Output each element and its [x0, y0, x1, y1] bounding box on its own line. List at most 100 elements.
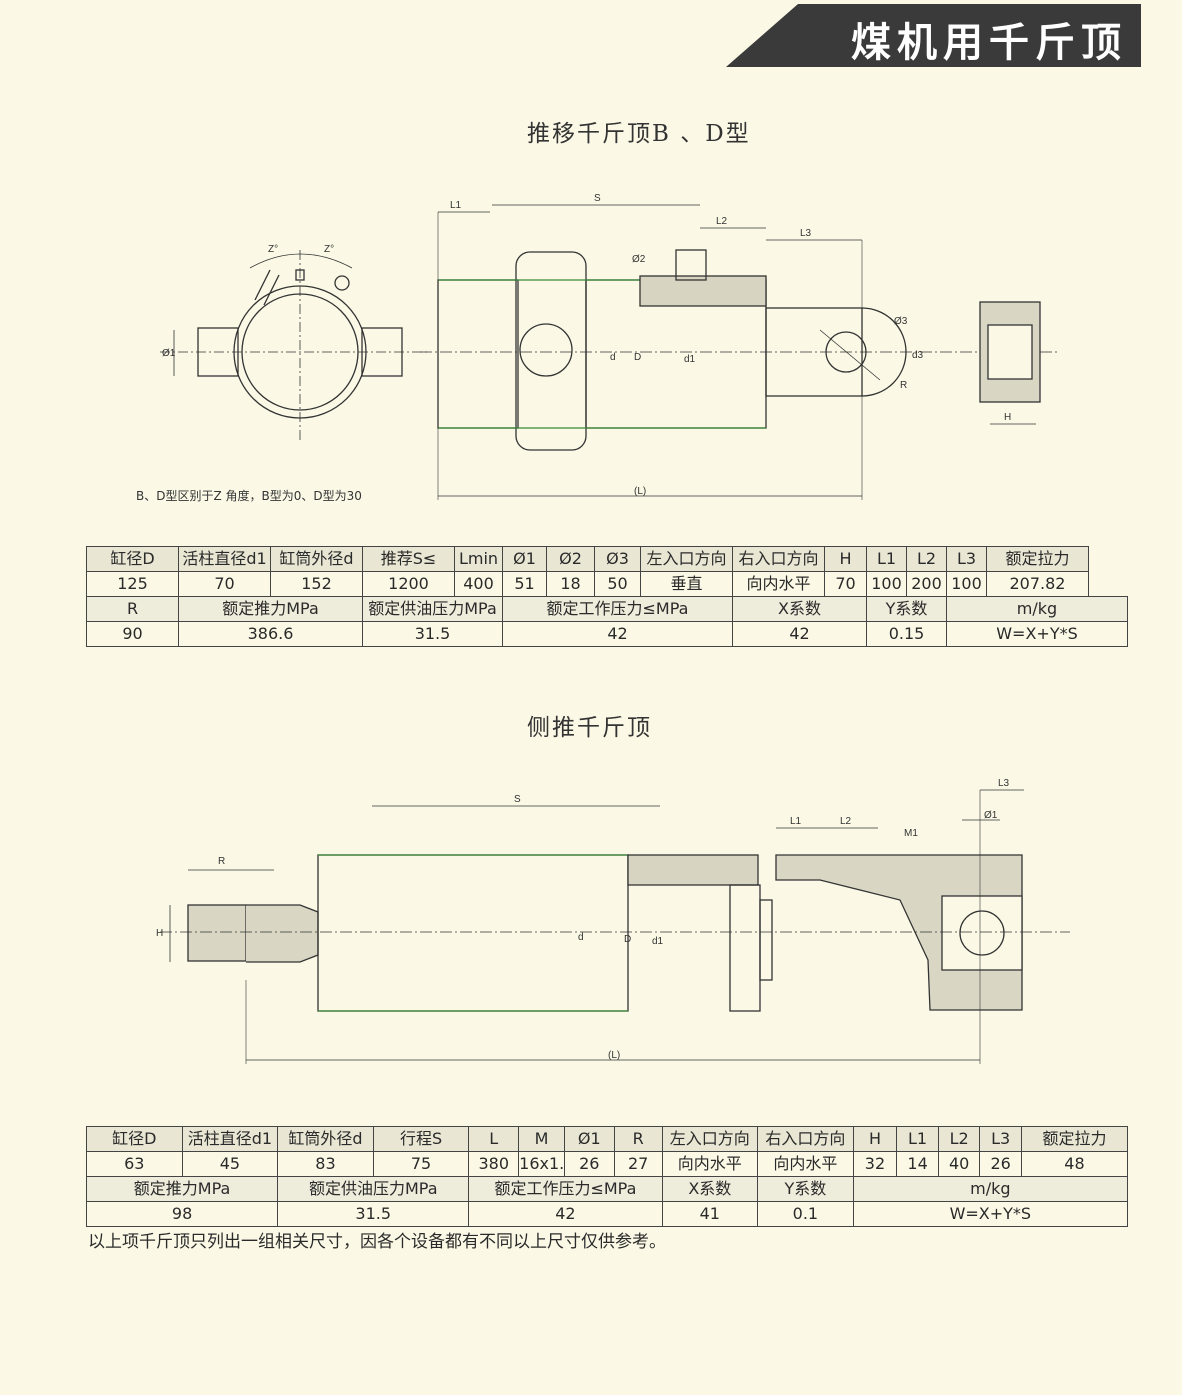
table-row: 90 386.6 31.5 42 42 0.15 W=X+Y*S — [86, 621, 1128, 647]
table-cell: 行程S — [372, 1126, 470, 1152]
dim-L2-label: L2 — [716, 216, 728, 227]
R-label: R — [218, 856, 225, 867]
M1-label: M1 — [904, 828, 918, 839]
table-cell: 100 — [946, 571, 987, 597]
table-cell: 51 — [502, 571, 547, 597]
table-cell: Ø1 — [502, 546, 547, 572]
table-cell: 左入口方向 — [661, 1126, 759, 1152]
table-cell: 向内水平 — [757, 1151, 854, 1177]
dim-L2-label: L2 — [840, 816, 852, 827]
table-cell: Ø2 — [546, 546, 595, 572]
table-cell: Lmin — [454, 546, 503, 572]
table-cell: 400 — [454, 571, 503, 597]
table-cell: H — [824, 546, 867, 572]
angle-z2-label: Z° — [324, 244, 334, 255]
header-banner: 煤机用千斤顶 — [726, 4, 1141, 67]
table-row: R 额定推力MPa 额定供油压力MPa 额定工作压力≤MPa X系数 Y系数 m… — [86, 596, 1128, 622]
table-cell: L2 — [906, 546, 947, 572]
table-cell: 63 — [86, 1151, 183, 1177]
table-cell: 125 — [86, 571, 179, 597]
section1-note: B、D型区别于Z 角度，B型为0、D型为30 — [136, 489, 362, 503]
footer-note: 以上项千斤顶只列出一组相关尺寸，因各个设备都有不同以上尺寸仅供参考。 — [88, 1232, 666, 1252]
table-cell: 70 — [178, 571, 271, 597]
cylinder-rear — [437, 279, 519, 429]
table-cell: 98 — [85, 1201, 279, 1227]
hex-nut-bore — [519, 323, 573, 377]
table-cell: Ø3 — [594, 546, 641, 572]
dim-L3-label: L3 — [800, 228, 812, 239]
d3-label: d3 — [912, 350, 924, 361]
table-cell: R — [613, 1126, 663, 1152]
table-cell: X系数 — [732, 596, 867, 622]
table-cell: m/kg — [946, 596, 1128, 622]
banner-title: 煤机用千斤顶 — [851, 19, 1127, 66]
table-cell: 额定供油压力MPa — [362, 596, 503, 622]
table-cell: 缸筒外径d — [270, 546, 363, 572]
H-label: H — [1004, 412, 1011, 423]
table-cell: 27 — [613, 1151, 663, 1177]
table-cell: 额定推力MPa — [178, 596, 363, 622]
table-cell: 左入口方向 — [640, 546, 733, 572]
table-cell: 50 — [594, 571, 641, 597]
d-label: d — [578, 932, 584, 943]
section2-drawing: S R H d D d1 L1 L2 L3 M1 Ø1 (L) — [156, 778, 1070, 1064]
table-cell: 向内水平 — [661, 1151, 759, 1177]
table-cell: 100 — [866, 571, 907, 597]
table-cell: 40 — [937, 1151, 981, 1177]
phi3-label: Ø3 — [894, 316, 908, 327]
table-cell: 垂直 — [640, 571, 733, 597]
table-cell: X系数 — [661, 1176, 759, 1202]
table-cell: Ø1 — [563, 1126, 615, 1152]
D-label: D — [624, 934, 631, 945]
table-cell: Y系数 — [757, 1176, 854, 1202]
table-cell: 0.15 — [866, 621, 947, 647]
table-cell: 活柱直径d1 — [181, 1126, 279, 1152]
dim-L3-label: L3 — [998, 778, 1010, 789]
table-cell: 活柱直径d1 — [178, 546, 271, 572]
table-cell: H — [852, 1126, 898, 1152]
table-cell: 380 — [468, 1151, 520, 1177]
table-cell: L3 — [946, 546, 987, 572]
table-cell: 右入口方向 — [732, 546, 825, 572]
clevis-bore — [959, 910, 1005, 956]
table-cell: 额定推力MPa — [85, 1176, 279, 1202]
table-cell: 额定工作压力≤MPa — [468, 1176, 663, 1202]
table-cell: 向内水平 — [732, 571, 825, 597]
table-cell: L3 — [979, 1126, 1022, 1152]
table-cell: 48 — [1020, 1151, 1129, 1177]
table-cell: m/kg — [852, 1176, 1129, 1202]
table-cell: 42 — [502, 621, 733, 647]
phi1-label: Ø1 — [984, 810, 998, 821]
table-cell: 70 — [824, 571, 867, 597]
section1-title: 推移千斤顶B 、D型 — [527, 121, 751, 147]
table-cell: 26 — [979, 1151, 1022, 1177]
section1-drawing: L1 S L2 L3 Z° Z° Ø1 Ø2 Ø3 d D d1 d3 R H … — [160, 193, 1060, 500]
section2-title: 侧推千斤顶 — [527, 715, 652, 741]
table-cell: 41 — [661, 1201, 759, 1227]
table-cell: 42 — [468, 1201, 663, 1227]
table-cell: 75 — [372, 1151, 470, 1177]
table-cell: 14 — [896, 1151, 939, 1177]
phi2-label: Ø2 — [632, 254, 646, 265]
table-cell: W=X+Y*S — [946, 621, 1128, 647]
dim-L-label: (L) — [608, 1050, 620, 1061]
table-cell: 缸径D — [86, 1126, 183, 1152]
table-cell: L2 — [937, 1126, 981, 1152]
rod-eye-section — [187, 904, 247, 962]
table-cell: 16x1. — [518, 1151, 565, 1177]
table-cell: 额定拉力 — [1020, 1126, 1129, 1152]
phi1-label: Ø1 — [162, 348, 176, 359]
table-cell: 1200 — [362, 571, 455, 597]
table-cell: L — [468, 1126, 520, 1152]
table-cell: 0.1 — [757, 1201, 854, 1227]
table-cell: 386.6 — [178, 621, 363, 647]
table-cell: 额定供油压力MPa — [277, 1176, 470, 1202]
table-cell: 31.5 — [277, 1201, 470, 1227]
table-cell: L1 — [896, 1126, 939, 1152]
